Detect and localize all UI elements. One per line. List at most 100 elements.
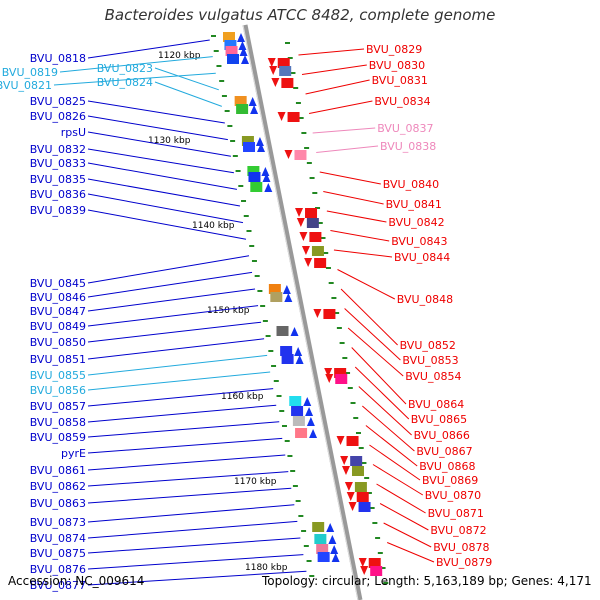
forward-gene-arrow <box>284 293 293 302</box>
forward-gene-block <box>234 96 247 106</box>
left-gene-label: BVU_0851 <box>30 353 86 366</box>
left-leader-line <box>87 338 265 360</box>
left-gene-label: BVU_0824 <box>97 76 153 89</box>
forward-gene-arrow <box>290 327 299 336</box>
right-gene-label: BVU_0868 <box>419 460 475 473</box>
reverse-gene-arrow <box>360 566 369 575</box>
left-gene-label: BVU_0862 <box>30 480 86 493</box>
left-leader-line <box>87 454 286 471</box>
forward-gene-arrow <box>257 143 266 152</box>
left-leader-line <box>87 537 301 554</box>
left-leader-line <box>53 72 216 86</box>
left-leader-line <box>154 67 219 91</box>
left-gene-label: BVU_0855 <box>30 369 86 382</box>
left-leader-line <box>87 437 283 454</box>
left-gene-label: BVU_0861 <box>30 464 86 477</box>
reverse-gene-block <box>358 502 371 512</box>
right-leader-line <box>316 145 379 153</box>
right-gene-label: BVU_0854 <box>405 370 461 383</box>
left-gene-label: BVU_0859 <box>30 431 86 444</box>
forward-gene-arrow <box>328 535 337 544</box>
left-gene-label: BVU_0839 <box>30 204 86 217</box>
forward-gene-arrow <box>238 41 247 50</box>
forward-gene-block <box>281 354 294 364</box>
forward-gene-block <box>268 284 281 294</box>
left-leader-line <box>87 148 234 174</box>
right-leader-line <box>330 230 390 242</box>
forward-gene-block <box>312 522 325 532</box>
right-gene-label: BVU_0829 <box>366 43 422 56</box>
left-gene-label: BVU_0835 <box>30 173 86 186</box>
reverse-gene-arrow <box>346 492 355 501</box>
left-leader-line <box>87 421 280 438</box>
left-gene-label: BVU_0836 <box>30 188 86 201</box>
forward-gene-arrow <box>248 97 257 106</box>
left-gene-label: BVU_0823 <box>97 62 153 75</box>
forward-gene-arrow <box>262 173 271 182</box>
left-leader-line <box>87 271 253 298</box>
right-gene-label: BVU_0853 <box>402 354 458 367</box>
forward-gene-arrow <box>331 553 340 562</box>
forward-gene-arrow <box>264 183 273 192</box>
forward-gene-arrow <box>282 285 291 294</box>
right-gene-label: BVU_0869 <box>422 474 478 487</box>
kbp-mark-label: 1120 kbp <box>158 51 201 61</box>
reverse-gene-arrow <box>340 456 349 465</box>
left-gene-label: pyrE <box>61 447 86 460</box>
forward-gene-block <box>317 552 330 562</box>
right-gene-label: BVU_0871 <box>428 507 484 520</box>
left-gene-label: BVU_0825 <box>30 95 86 108</box>
kbp-mark-label: 1160 kbp <box>221 392 264 402</box>
forward-gene-block <box>236 104 249 114</box>
right-leader-line <box>323 191 384 205</box>
reverse-gene-arrow <box>284 150 293 159</box>
right-gene-label: BVU_0843 <box>391 235 447 248</box>
left-leader-line <box>87 570 307 586</box>
kbp-mark-label: 1170 kbp <box>234 477 277 487</box>
left-leader-line <box>87 554 304 570</box>
right-leader-line <box>326 210 387 223</box>
forward-gene-block <box>292 416 305 426</box>
reverse-gene-block <box>277 58 290 68</box>
forward-gene-arrow <box>294 347 303 356</box>
forward-gene-block <box>270 292 283 302</box>
reverse-gene-arrow <box>324 368 333 377</box>
left-leader-line <box>59 56 213 73</box>
forward-gene-block <box>223 32 236 42</box>
left-leader-line <box>87 487 292 504</box>
reverse-gene-arrow <box>344 482 353 491</box>
kbp-mark-label: 1180 kbp <box>245 563 288 573</box>
forward-gene-arrow <box>241 55 250 64</box>
left-leader-line <box>87 471 289 487</box>
left-gene-label: BVU_0826 <box>30 110 86 123</box>
forward-gene-block <box>316 544 329 554</box>
right-leader-line <box>383 522 432 548</box>
reverse-gene-block <box>306 218 319 228</box>
right-gene-label: BVU_0866 <box>414 429 470 442</box>
right-gene-label: BVU_0848 <box>397 293 453 306</box>
right-gene-label: BVU_0872 <box>430 524 486 537</box>
right-gene-label: BVU_0879 <box>436 556 492 569</box>
reverse-gene-arrow <box>271 78 280 87</box>
left-gene-label: BVU_0876 <box>30 563 86 576</box>
right-leader-line <box>369 444 421 481</box>
right-leader-line <box>301 64 367 75</box>
left-leader-line <box>87 504 295 523</box>
forward-gene-arrow <box>326 523 335 532</box>
right-leader-line <box>372 464 424 496</box>
reverse-gene-arrow <box>301 246 310 255</box>
right-leader-line <box>376 483 426 514</box>
forward-gene-arrow <box>261 167 270 176</box>
left-gene-label: BVU_0873 <box>30 516 86 529</box>
right-gene-label: BVU_0870 <box>425 489 481 502</box>
right-gene-label: BVU_0830 <box>369 59 425 72</box>
left-gene-label: BVU_0821 <box>0 79 52 92</box>
left-leader-line <box>87 131 231 157</box>
left-gene-label: BVU_0863 <box>30 497 86 510</box>
left-gene-label: BVU_0850 <box>30 336 86 349</box>
right-gene-label: BVU_0865 <box>411 413 467 426</box>
forward-gene-block <box>280 346 293 356</box>
right-leader-line <box>305 79 370 95</box>
